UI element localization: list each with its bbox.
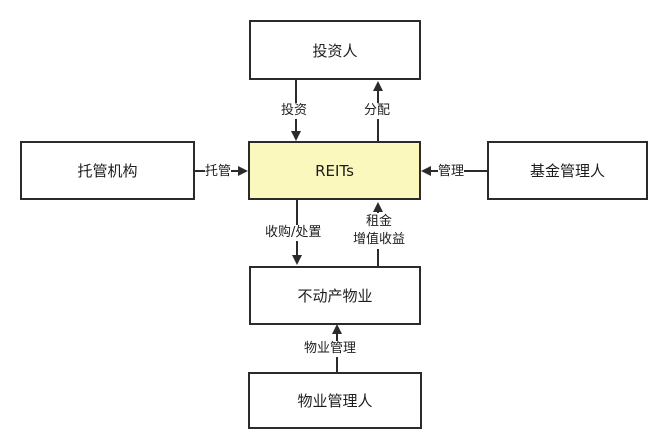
investor-box: 投资人	[249, 20, 421, 80]
fund-manager-box: 基金管理人	[487, 141, 648, 200]
investor-label: 投资人	[312, 41, 358, 60]
reits-label: REITs	[315, 161, 354, 180]
property-box: 不动产物业	[249, 266, 421, 325]
edge-label-property-management: 物业管理	[304, 341, 357, 357]
edge-label-rent: 租金	[365, 214, 392, 229]
edge-label-manage: 管理	[438, 164, 465, 180]
property-manager-label: 物业管理人	[297, 392, 373, 410]
fund-manager-label: 基金管理人	[529, 162, 605, 180]
edge-label-appreciation: 增值收益	[352, 232, 405, 247]
edge-label-acquire-dispose: 收购/处置	[265, 225, 322, 241]
custodian-label: 托管机构	[77, 162, 138, 180]
property-label: 不动产物业	[297, 287, 373, 305]
edge-label-rent-appreciation: 租金 增值收益	[348, 213, 410, 249]
reits-box: REITs	[248, 141, 421, 200]
custodian-box: 托管机构	[20, 141, 195, 200]
property-manager-box: 物业管理人	[248, 372, 422, 429]
edge-label-invest: 投资	[281, 103, 308, 119]
edge-label-custody: 托管	[205, 164, 232, 180]
edge-label-distribute: 分配	[364, 103, 391, 119]
